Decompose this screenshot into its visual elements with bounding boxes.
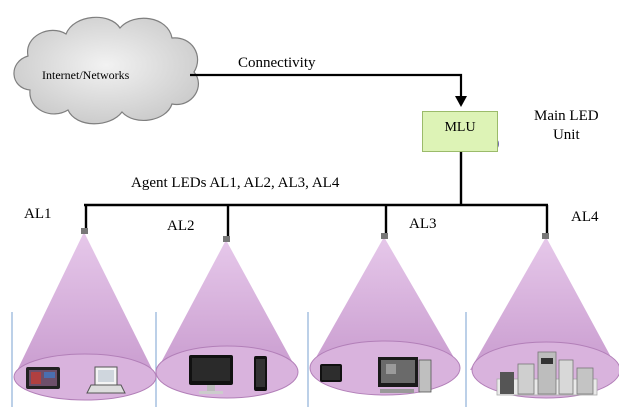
lamp-label-al3: AL3 [409,216,437,232]
smartphone-device-icon [254,356,267,391]
mlu-box: MLU [422,111,498,152]
monitor-device-icon [189,355,233,394]
tablet-device-icon-2 [320,364,342,382]
mlu-label: MLU [444,120,476,135]
tablet-device-icon [26,367,60,389]
led-bus [84,152,549,236]
lamp-label-al1: AL1 [24,206,52,222]
lamp-label-al4: AL4 [571,209,599,225]
main-led-unit-label: Main LED Unit [534,107,599,145]
main-led-line2: Unit [552,127,580,143]
lamp-label-al2: AL2 [167,218,195,234]
desktop-computer-icon [378,357,432,393]
internet-cloud [13,16,199,125]
main-led-line1: Main LED [534,108,599,124]
connectivity-arrow [190,73,467,107]
cloud-label: Internet/Networks [42,68,130,82]
connectivity-label: Connectivity [238,55,316,71]
room-dividers [11,312,467,407]
laptop-device-icon [86,366,126,394]
agent-leds-label: Agent LEDs AL1, AL2, AL3, AL4 [131,175,340,191]
appliances-icon [496,351,598,396]
